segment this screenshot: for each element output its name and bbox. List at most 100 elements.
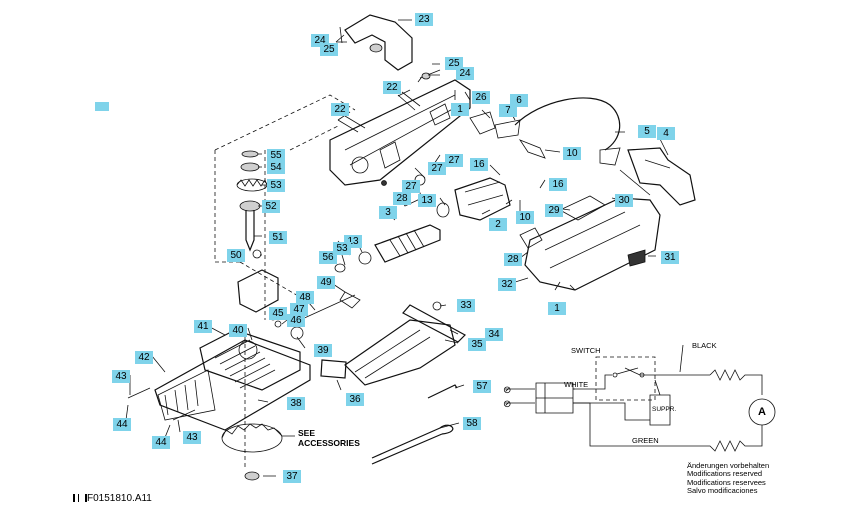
plug-5 [599, 147, 621, 166]
part-label: 43 [183, 431, 201, 444]
part-label: 4 [657, 127, 675, 140]
clamp-bracket [344, 14, 413, 71]
note-es: Salvo modificaciones [687, 486, 758, 496]
part-26 [469, 111, 496, 135]
base-plate-38 [154, 339, 311, 431]
part-label: 10 [516, 211, 534, 224]
part-label: 54 [267, 161, 285, 174]
base-body-40 [199, 329, 301, 391]
part-label: 5 [638, 125, 656, 138]
plug-symbol-1: ⊘ [503, 385, 511, 396]
part-label: 31 [661, 251, 679, 264]
modification-notes: Änderungen vorbehalten Modifications res… [687, 461, 769, 496]
part-label: 35 [468, 338, 486, 351]
part-label: 27 [402, 180, 420, 193]
part-label: 53 [267, 179, 285, 192]
see-text-line-2: ACCESSORIES [298, 438, 360, 448]
handle-29 [559, 195, 606, 221]
wiring-label-suppressor: SUPPR. [652, 406, 677, 413]
switch-contact-b [639, 372, 645, 378]
clip-34 [402, 304, 466, 343]
part-label: 13 [418, 194, 436, 207]
field-2 [454, 177, 511, 221]
cord-5 [514, 97, 621, 151]
gear-housing-detail [344, 94, 461, 169]
spanner-58 [371, 424, 454, 465]
part-46 [274, 320, 282, 328]
switch-cover-31 [627, 249, 646, 267]
part-label: 55 [267, 149, 285, 162]
part-label: 56 [319, 251, 337, 264]
dash-line-left [214, 150, 240, 263]
gear-teeth-53 [236, 179, 268, 187]
fence-ribs [164, 379, 199, 416]
motor-letter: A [758, 406, 766, 418]
part-label: 46 [287, 314, 305, 327]
part-label: 25 [445, 57, 463, 70]
screw-24 [336, 26, 347, 44]
spindle-51 [245, 210, 255, 252]
part-27b [381, 180, 387, 186]
part-label: 47 [290, 303, 308, 316]
part-label: 25 [320, 43, 338, 56]
part-label: 16 [549, 178, 567, 191]
knob-28 [519, 227, 543, 249]
part-label: 39 [314, 344, 332, 357]
part-label: 34 [485, 328, 503, 341]
part-label: 1 [451, 103, 469, 116]
screw-50 [252, 249, 262, 259]
see-accessories-note: SEE ACCESSORIES [298, 428, 360, 448]
field-coil-bottom [573, 402, 763, 452]
carbon-brush-10 [518, 139, 546, 159]
part-label: 52 [262, 200, 280, 213]
part-label: 32 [498, 278, 516, 291]
switch-contact-a [612, 372, 618, 378]
motor-housing-detail [544, 211, 641, 291]
dash-line-mid [289, 124, 341, 151]
part-label: 49 [317, 276, 335, 289]
part-label: 50 [227, 249, 245, 262]
part-label: 28 [393, 192, 411, 205]
part-label: 45 [269, 307, 287, 320]
switch-wires [619, 159, 671, 196]
drawing-code-text: F0151810.A11 [87, 493, 152, 504]
part-label: 23 [415, 13, 433, 26]
part-label: 10 [563, 147, 581, 160]
knob-39 [290, 326, 304, 340]
housing-bore [351, 156, 369, 174]
bearing-54 [240, 162, 260, 172]
part-label: 29 [545, 204, 563, 217]
hex-key-57 [427, 384, 458, 399]
part-label: 44 [113, 418, 131, 431]
blade-opening [238, 340, 258, 360]
part-label: 58 [463, 417, 481, 430]
field-coil-top [709, 369, 763, 395]
lever-49 [339, 291, 361, 309]
part-label: 2 [489, 218, 507, 231]
gear-housing-upper [329, 79, 471, 186]
part-33 [432, 301, 442, 311]
nut-56 [334, 263, 346, 273]
screws-43 [127, 387, 196, 421]
saw-teeth [221, 423, 283, 439]
part-label: 16 [470, 158, 488, 171]
shaft-48 [299, 294, 356, 321]
adapter-36 [320, 359, 347, 379]
note-en: Modifications reserved [687, 469, 763, 479]
part-label: 26 [472, 91, 490, 104]
switch-box [595, 356, 656, 401]
part-label: 40 [229, 324, 247, 337]
washer-25b [421, 72, 431, 80]
wiring-label-white: WHITE [564, 380, 589, 389]
barcode-icon [73, 494, 87, 503]
part-label: 6 [510, 94, 528, 107]
part-label: 3 [379, 206, 397, 219]
color-swatch [95, 102, 109, 111]
part-label: 42 [135, 351, 153, 364]
dash-line-bottom [239, 261, 301, 298]
screw-37 [244, 471, 260, 481]
part-label: 28 [504, 253, 522, 266]
wiring-leaders [654, 344, 684, 396]
wiring-label-switch: SWITCH [571, 346, 601, 355]
